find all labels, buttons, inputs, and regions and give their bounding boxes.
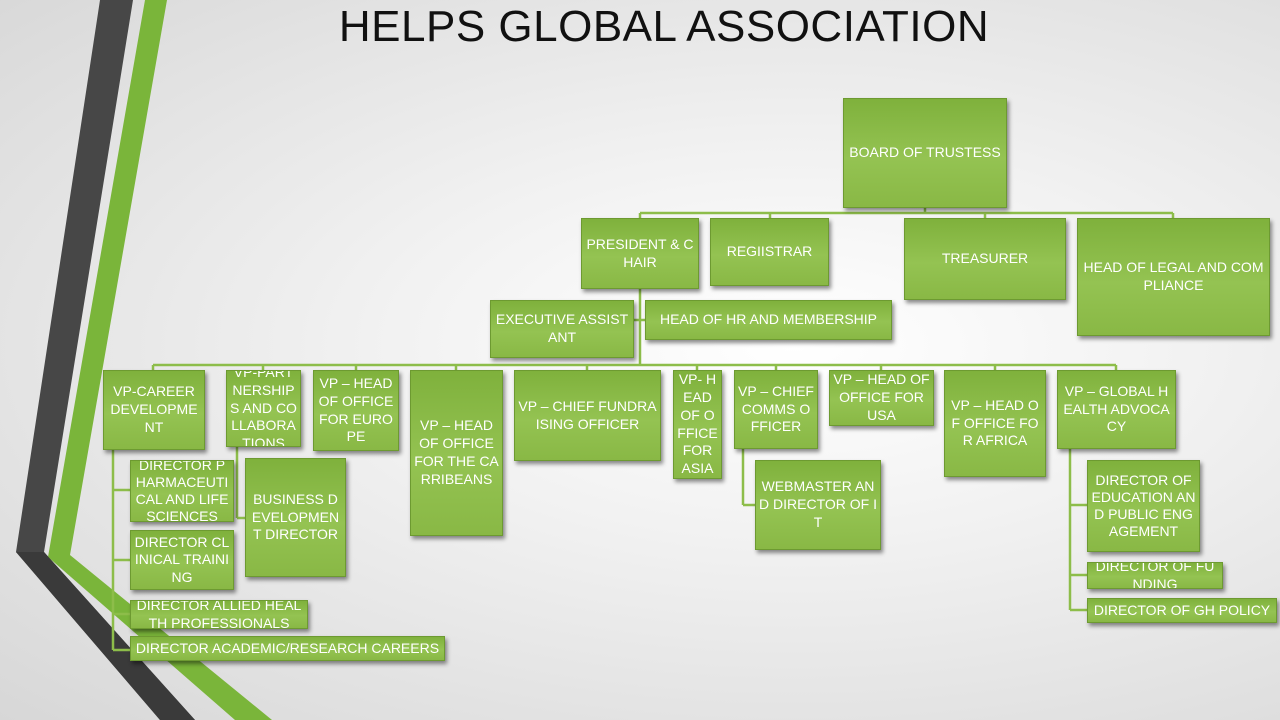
node-vp-asia: VP- HEAD OF OFFICE FOR ASIA	[673, 370, 722, 479]
node-head-legal-compliance: HEAD OF LEGAL AND COMPLIANCE	[1077, 218, 1270, 336]
node-director-education: DIRECTOR OF EDUCATION AND PUBLIC ENGAGEM…	[1087, 460, 1200, 552]
node-vp-africa: VP – HEAD OF OFFICE FOR AFRICA	[944, 370, 1046, 477]
node-vp-caribbean: VP – HEAD OF OFFICE FOR THE CARRIBEANS	[410, 370, 503, 536]
node-director-academic-research: DIRECTOR ACADEMIC/RESEARCH CAREERS	[130, 636, 445, 661]
node-executive-assistant: EXECUTIVE ASSISTANT	[490, 300, 634, 358]
node-registrar: REGIISTRAR	[710, 218, 829, 286]
node-vp-usa: VP – HEAD OF OFFICE FOR USA	[829, 370, 934, 426]
node-president-chair: PRESIDENT & CHAIR	[581, 218, 699, 289]
node-vp-partnerships: VP-PARTNERSHIPS AND COLLABORATIONS	[226, 370, 301, 447]
node-vp-comms: VP – CHIEF COMMS OFFICER	[734, 370, 818, 449]
node-director-funding: DIRECTOR OF FUNDING	[1087, 562, 1223, 589]
node-director-gh-policy: DIRECTOR OF GH POLICY	[1087, 598, 1277, 623]
node-board-of-trustees: BOARD OF TRUSTESS	[843, 98, 1007, 208]
node-director-allied-health: DIRECTOR ALLIED HEALTH PROFESSIONALS	[130, 600, 308, 629]
node-vp-global-health: VP – GLOBAL HEALTH ADVOCACY	[1057, 370, 1176, 449]
node-webmaster-director-it: WEBMASTER AND DIRECTOR OF IT	[755, 460, 881, 550]
page-title: HELPS GLOBAL ASSOCIATION	[338, 2, 990, 51]
node-head-hr-membership: HEAD OF HR AND MEMBERSHIP	[645, 300, 892, 340]
node-vp-europe: VP – HEAD OF OFFICE FOR EUROPE	[313, 370, 399, 451]
node-director-pharmaceutical: DIRECTOR PHARMACEUTICAL AND LIFESCIENCES	[130, 460, 234, 522]
node-vp-fundraising: VP – CHIEF FUNDRAISING OFFICER	[514, 370, 661, 461]
node-vp-career-development: VP-CAREER DEVELOPMENT	[103, 370, 205, 450]
node-treasurer: TREASURER	[904, 218, 1066, 300]
node-business-development-director: BUSINESS DEVELOPMENT DIRECTOR	[245, 458, 346, 577]
node-director-clinical-training: DIRECTOR CLINICAL TRAINING	[130, 530, 234, 590]
